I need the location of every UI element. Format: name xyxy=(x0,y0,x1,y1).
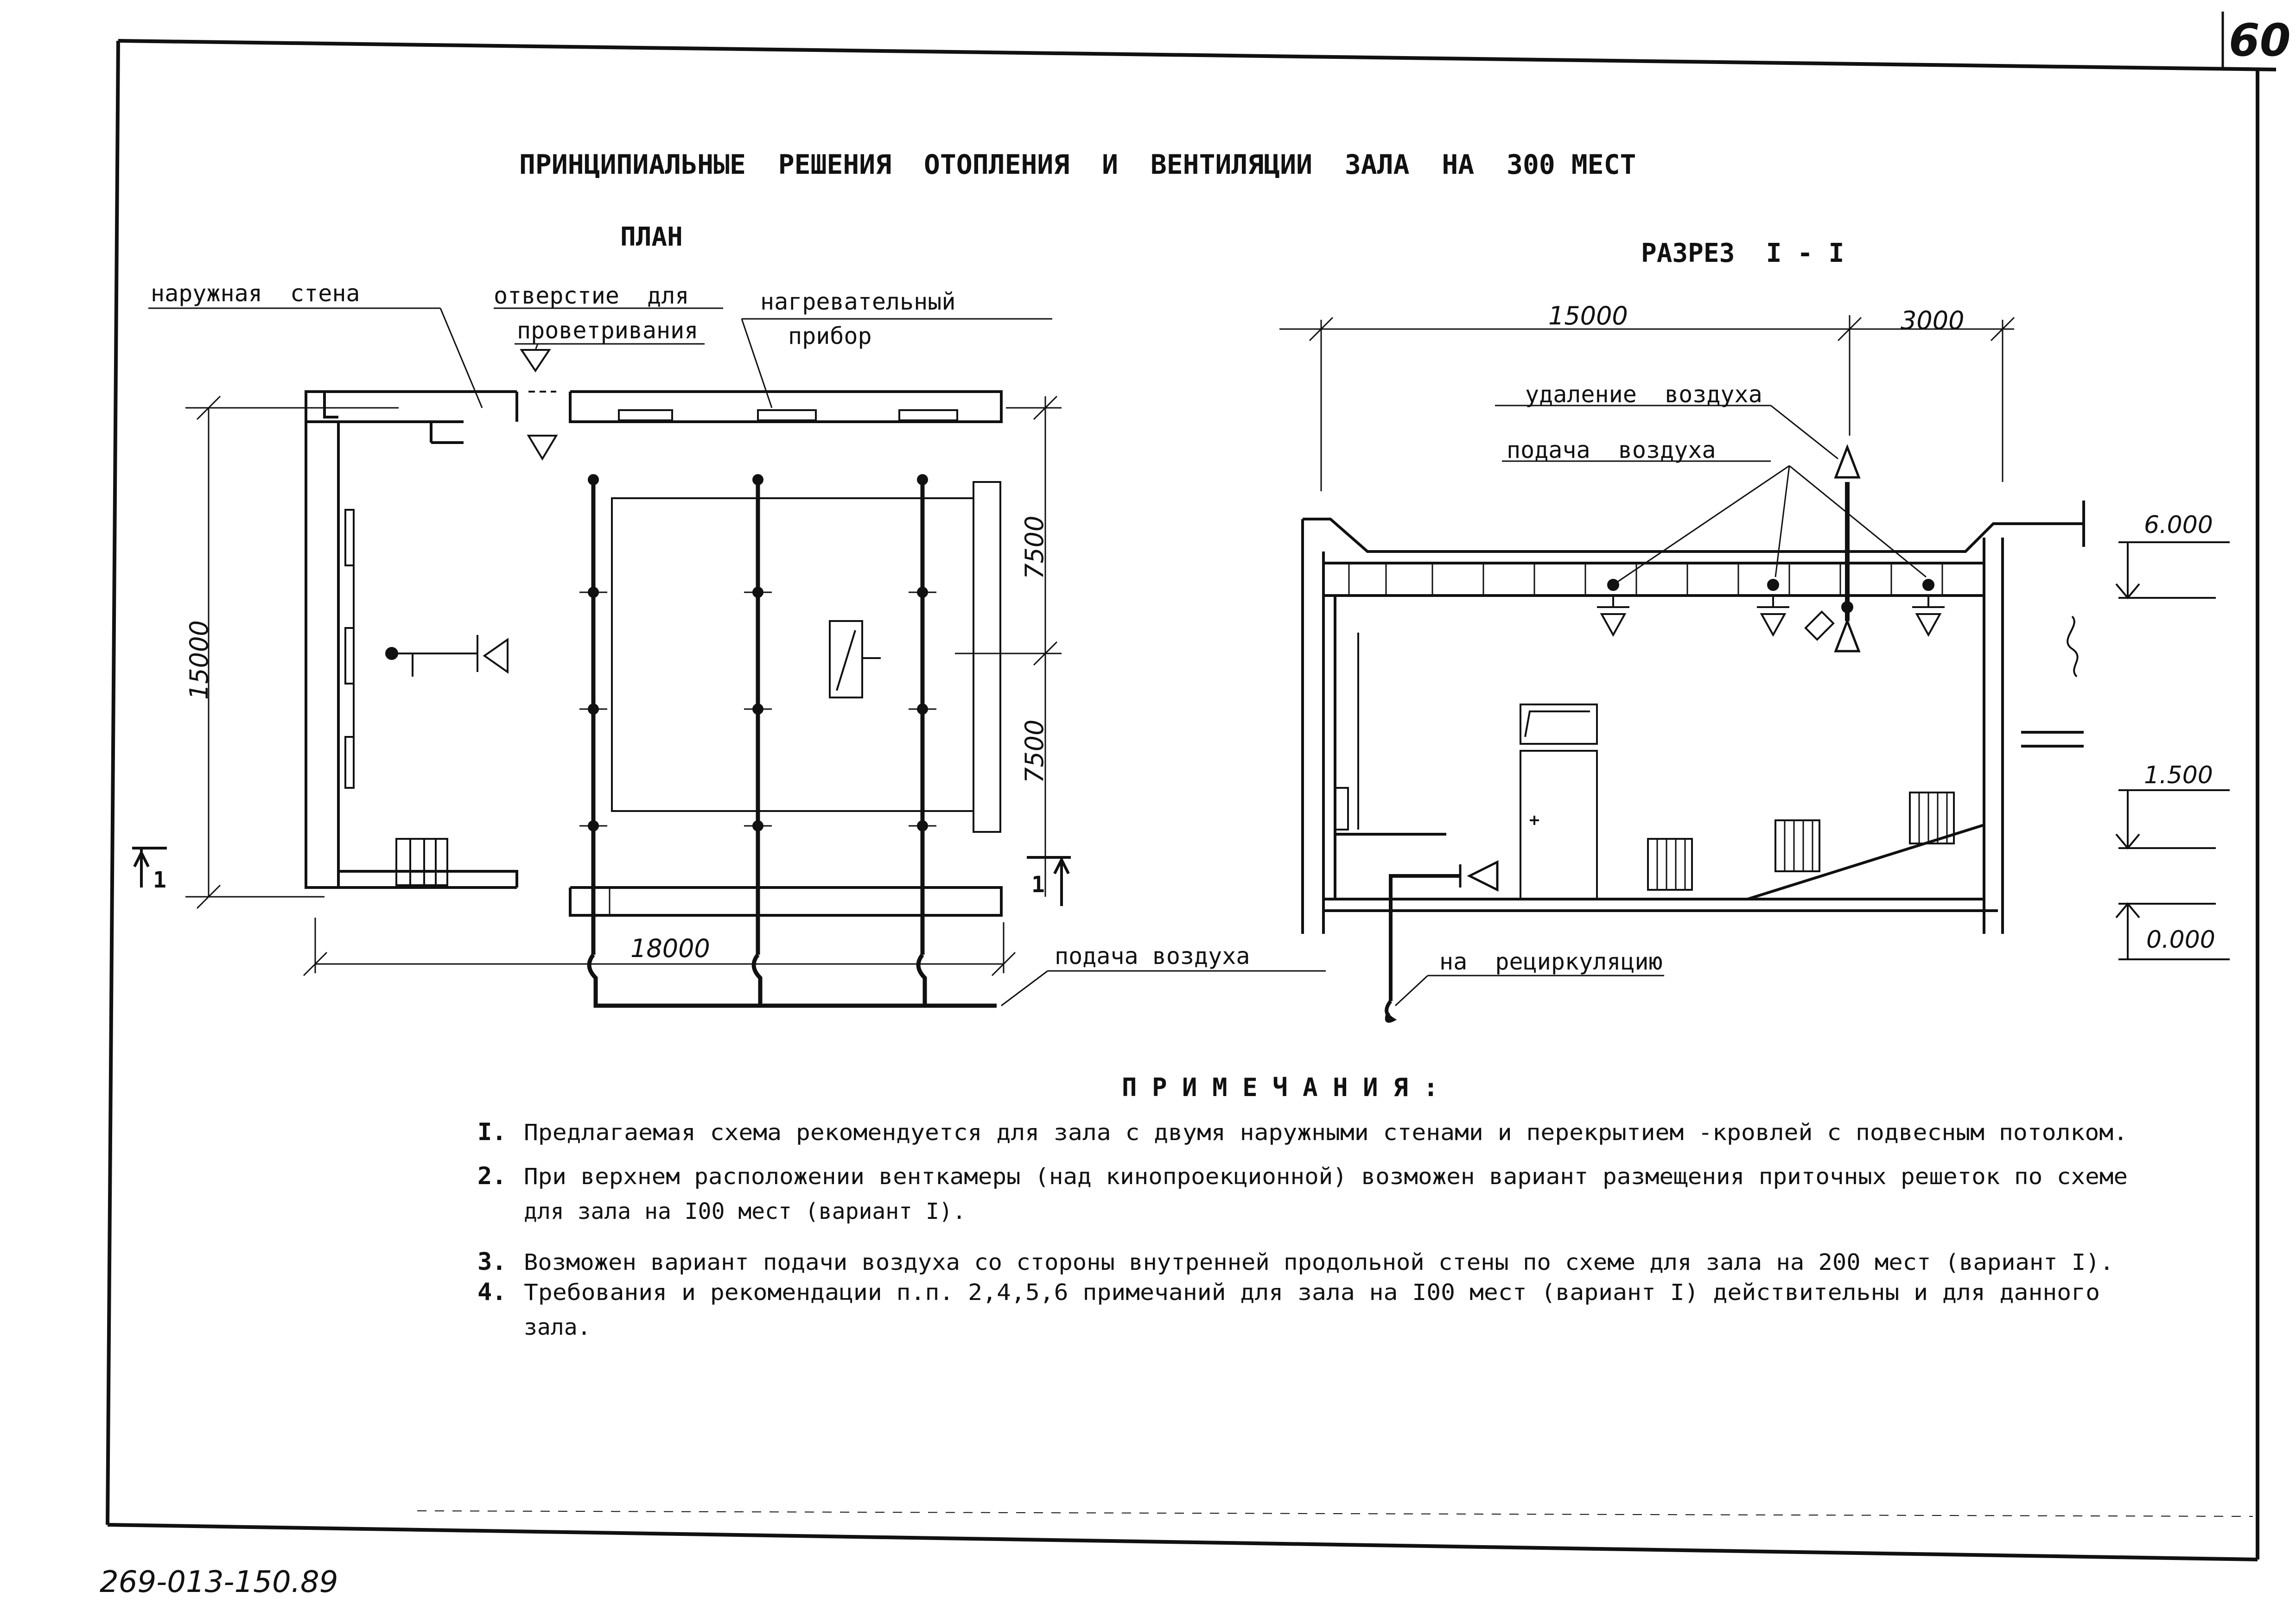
section-heading: РАЗРЕЗ I - I xyxy=(1641,238,1844,268)
doc-code: 269-013-150.89 xyxy=(100,1565,338,1599)
note-1-line-1: Предлагаемая схема рекомендуется для зал… xyxy=(524,1120,2128,1146)
plan-leaders xyxy=(148,307,1052,408)
recirc-leader xyxy=(1394,975,1664,1007)
section-dim-right: 3000 xyxy=(1901,306,1964,335)
section-mark-right-num: 1 xyxy=(1031,872,1045,898)
section-mark-right xyxy=(1027,856,1071,906)
heater-devices xyxy=(618,409,958,421)
exhaust-arrow-icon xyxy=(1834,444,1861,653)
sheet-number: 60 xyxy=(2229,14,2291,66)
section-dim-left: 15000 xyxy=(1548,301,1628,330)
recirc-label: на рециркуляцию xyxy=(1439,948,1663,975)
level-mid: 1.500 xyxy=(2144,761,2213,789)
outlet-ticks xyxy=(579,591,936,827)
plan-air-supply-leader xyxy=(1001,970,1326,1007)
notes-block: П Р И М Е Ч А Н И Я : I. Предлагаемая сх… xyxy=(477,1073,2128,1340)
section-building xyxy=(1301,501,2085,934)
level-marks xyxy=(2115,541,2230,960)
notes-heading: П Р И М Е Ч А Н И Я : xyxy=(1122,1073,1438,1102)
plan-heading: ПЛАН xyxy=(620,222,683,252)
note-3-num: 3. xyxy=(477,1248,507,1276)
plan-walls xyxy=(305,390,1003,917)
recirc-duct xyxy=(1385,864,1462,1023)
air-removal-label: удаление воздуха xyxy=(1525,381,1762,408)
section-leaders xyxy=(1495,405,1927,583)
supply-ducts xyxy=(587,477,997,1008)
section-view: РАЗРЕЗ I - I 15000 3000 xyxy=(1279,238,2230,1023)
heater-label-1: нагревательный xyxy=(760,288,955,315)
level-top: 6.000 xyxy=(2144,511,2213,539)
drawing-title: ПРИНЦИПИАЛЬНЫЕ РЕШЕНИЯ ОТОПЛЕНИЯ И ВЕНТИ… xyxy=(519,149,1636,180)
sheet-frame xyxy=(106,12,2277,1561)
section-mark-left xyxy=(132,847,167,888)
supply-diffusers xyxy=(1597,579,1945,641)
plan-dimensions xyxy=(185,395,1062,976)
plan-air-supply-label: подача воздуха xyxy=(1055,943,1250,970)
vent-opening-icon xyxy=(520,349,558,461)
plan-dim-width: 18000 xyxy=(630,934,710,963)
plan-interior xyxy=(344,481,1001,886)
section-air-supply-label: подача воздуха xyxy=(1507,437,1716,463)
plan-dim-height: 15000 xyxy=(184,620,214,700)
outer-wall-label: наружная стена xyxy=(151,280,360,307)
vent-opening-label-2: проветривания xyxy=(517,317,698,344)
note-4-line-2: зала. xyxy=(524,1314,591,1340)
radiator-fins xyxy=(1656,792,1948,890)
note-2-line-2: для зала на I00 мест (вариант I). xyxy=(524,1198,966,1224)
plan-dim-half-1: 7500 xyxy=(1020,516,1049,579)
heater-label-2: прибор xyxy=(788,323,872,349)
note-4-line-1: Требования и рекомендации п.п. 2,4,5,6 п… xyxy=(524,1280,2100,1306)
note-1-num: I. xyxy=(477,1118,507,1146)
ceiling-grid xyxy=(1348,563,1943,596)
section-mark-left-num: 1 xyxy=(153,867,166,893)
plan-dim-half-2: 7500 xyxy=(1020,720,1049,783)
note-2-num: 2. xyxy=(477,1162,507,1190)
level-zero: 0.000 xyxy=(2146,926,2215,954)
plan-view: ПЛАН xyxy=(132,222,1326,1008)
note-4-num: 4. xyxy=(477,1278,507,1306)
booth-supply-icon xyxy=(385,635,509,677)
section-dimensions-top xyxy=(1279,315,2015,491)
recirc-grille-icon xyxy=(1467,860,1499,892)
note-2-line-1: При верхнем расположении венткамеры (над… xyxy=(524,1164,2128,1190)
note-3-line-1: Возможен вариант подачи воздуха со сторо… xyxy=(524,1249,2114,1275)
section-interior xyxy=(1334,633,1955,900)
vent-opening-label-1: отверстие для xyxy=(494,282,689,309)
